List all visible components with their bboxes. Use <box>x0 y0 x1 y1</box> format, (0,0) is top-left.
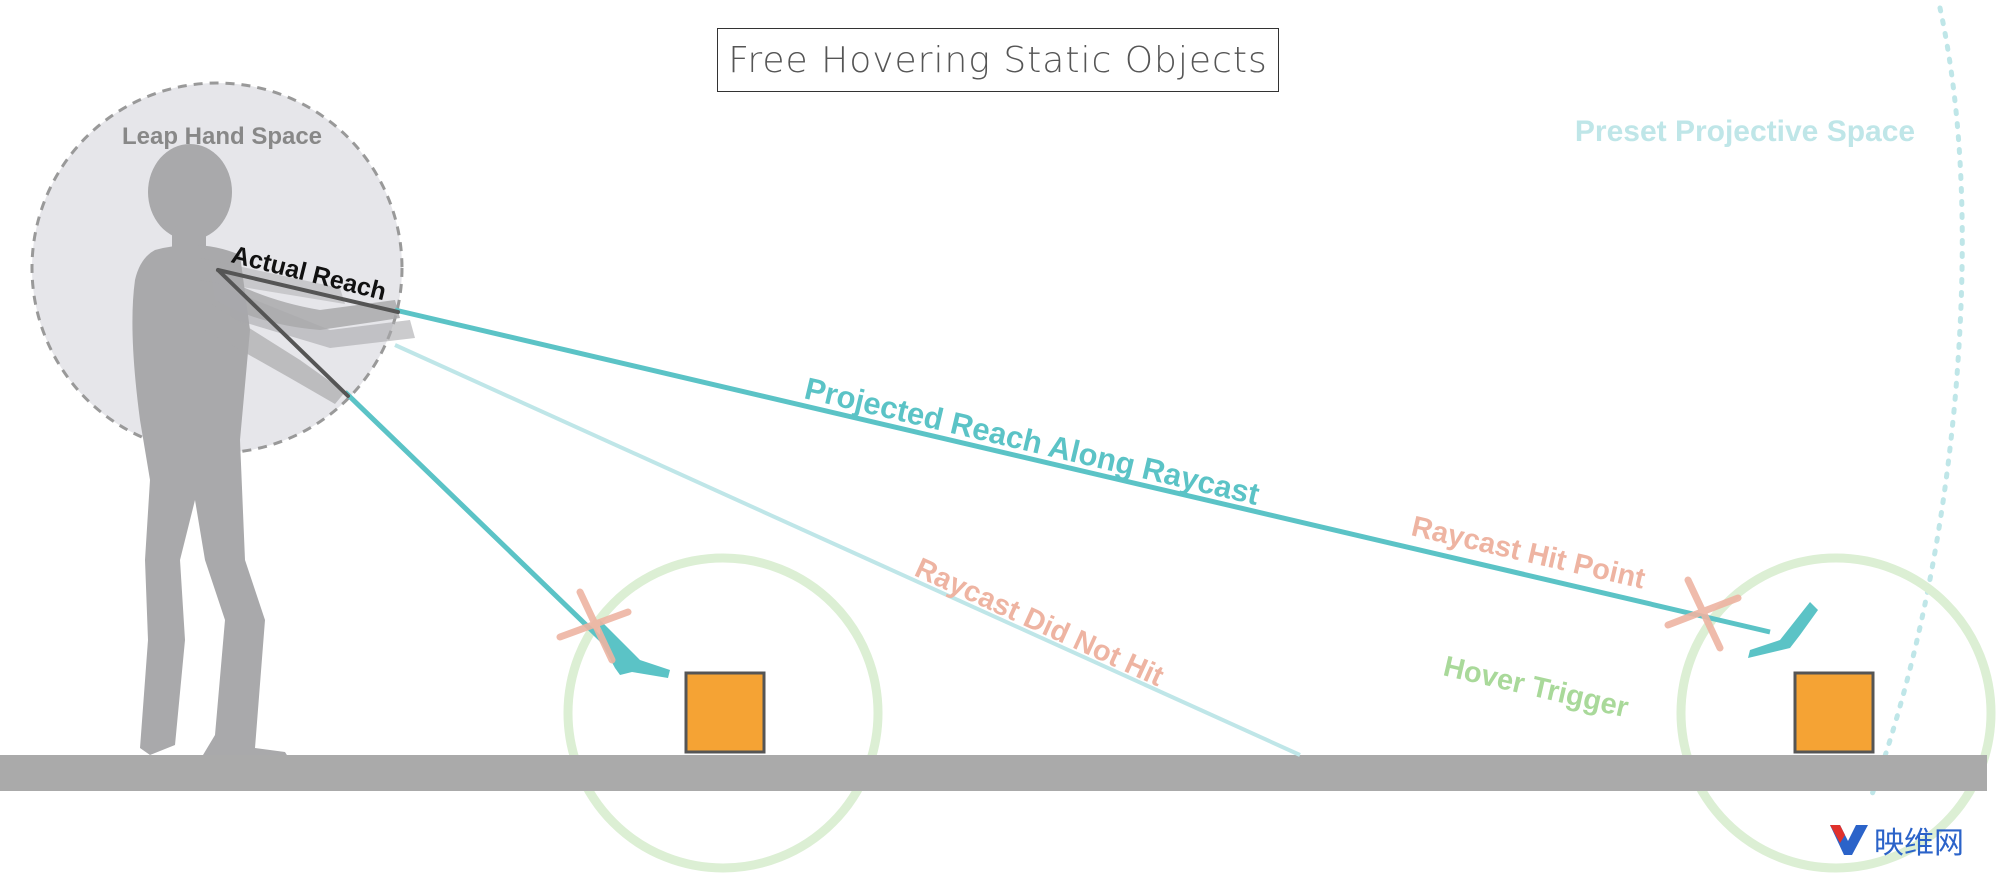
hit-marker-x <box>1664 576 1742 652</box>
raycast-miss-ray <box>394 343 1301 757</box>
watermark-text: 映维网 <box>1874 826 1964 861</box>
hover-trigger-ring-right <box>1676 553 1996 873</box>
raycast-hit-point-label: Raycast Hit Point <box>1408 511 1648 596</box>
pointer-hand-left <box>600 620 670 678</box>
projected-reach-label: Projected Reach Along Raycast <box>801 371 1262 512</box>
actual-reach-lines <box>216 268 400 398</box>
static-object-left <box>684 671 766 754</box>
raycast-did-not-hit-label: Raycast Did Not Hit <box>910 552 1168 693</box>
hover-trigger-ring-left <box>563 553 883 873</box>
hover-trigger-label: Hover Trigger <box>1440 651 1631 725</box>
pointer-hand-right <box>1748 602 1818 658</box>
watermark-logo-icon <box>1830 825 1868 855</box>
preset-projective-space-boundary <box>1867 5 1965 803</box>
downward-ray <box>343 390 612 650</box>
miss-marker-x <box>556 588 632 664</box>
static-object-right <box>1793 671 1875 754</box>
watermark: 映维网 <box>1828 820 1964 861</box>
title-box: Free Hovering Static Objects <box>717 28 1279 92</box>
preset-projective-space-label: Preset Projective Space <box>1575 115 1915 148</box>
projected-reach-ray <box>394 307 1771 635</box>
page-title: Free Hovering Static Objects <box>728 39 1268 81</box>
floor <box>0 755 1987 791</box>
leap-hand-space-label: Leap Hand Space <box>122 123 322 150</box>
